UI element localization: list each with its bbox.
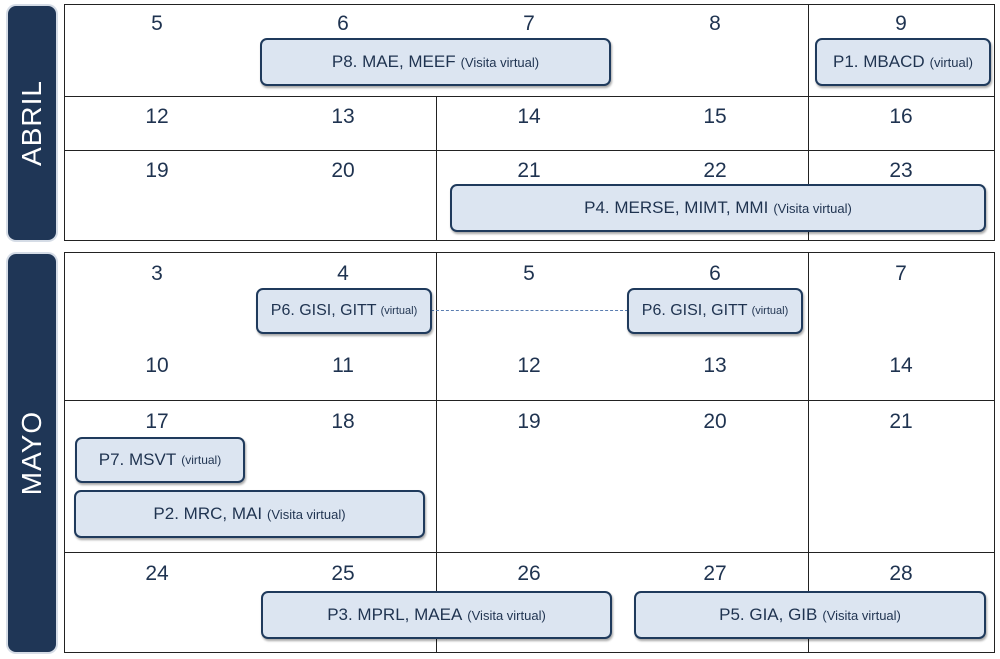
grid-line [64,252,995,253]
event-p6-may-4-note: (virtual) [380,305,418,317]
grid-line [994,4,995,241]
grid-line [64,240,995,241]
day-may-17: 17 [145,410,169,433]
grid-line [64,150,995,151]
month-label-may: MAYO [8,254,56,652]
grid-line [994,252,995,653]
day-may-18: 18 [331,410,355,433]
grid-line [64,96,995,97]
day-april-19: 19 [145,159,169,182]
day-april-20: 20 [331,159,355,182]
day-april-6: 6 [337,12,349,35]
event-p4[interactable]: P4. MERSE, MIMT, MMI (Visita virtual) [450,184,986,232]
day-may-24: 24 [145,562,169,585]
event-p3-title: P3. MPRL, MAEA [327,605,463,624]
day-april-8: 8 [709,12,721,35]
event-p7-note: (virtual) [181,453,222,467]
event-p6-may-6[interactable]: P6. GISI, GITT (virtual) [627,288,803,334]
day-may-6: 6 [709,262,721,285]
day-april-14: 14 [517,105,541,128]
day-may-12: 12 [517,354,541,377]
event-p4-title: P4. MERSE, MIMT, MMI [584,198,769,217]
day-may-14: 14 [889,354,913,377]
day-may-11: 11 [332,354,354,377]
event-p8-title: P8. MAE, MEEF [331,52,456,71]
event-p7-title: P7. MSVT [98,450,177,469]
event-p5-title: P5. GIA, GIB [719,605,818,624]
grid-line [436,252,437,653]
event-p1-note: (virtual) [929,54,973,70]
event-p6-connector [431,310,628,311]
grid-line [808,252,809,653]
day-may-28: 28 [889,562,913,585]
grid-line [808,4,809,241]
event-p1-title: P1. MBACD [833,52,925,71]
day-april-16: 16 [889,105,913,128]
april-calendar-grid [0,0,1000,245]
day-april-7: 7 [523,12,535,35]
day-may-10: 10 [145,354,169,377]
day-may-3: 3 [151,262,163,285]
day-april-21: 21 [517,159,541,182]
event-p3-note: (Visita virtual) [467,607,546,623]
day-may-26: 26 [517,562,541,585]
day-may-13: 13 [703,354,727,377]
event-p7[interactable]: P7. MSVT (virtual) [75,437,245,483]
day-may-27: 27 [703,562,727,585]
grid-line [64,4,65,241]
event-p5-note: (Visita virtual) [822,607,901,623]
month-label-april: ABRIL [8,6,56,240]
day-may-4: 4 [337,262,349,285]
event-p4-note: (Visita virtual) [773,200,852,216]
day-may-19: 19 [517,410,541,433]
day-may-7: 7 [895,262,907,285]
grid-line [64,552,995,553]
day-april-13: 13 [331,105,355,128]
day-may-20: 20 [703,410,727,433]
day-april-5: 5 [151,12,163,35]
event-p5[interactable]: P5. GIA, GIB (Visita virtual) [634,591,986,639]
event-p1[interactable]: P1. MBACD (virtual) [815,38,991,86]
event-p8-note: (Visita virtual) [460,54,540,70]
day-may-21: 21 [889,410,913,433]
event-p6-may-4[interactable]: P6. GISI, GITT (virtual) [256,288,432,334]
event-p2-title: P2. MRC, MAI [153,504,263,523]
grid-line [64,252,65,653]
day-may-5: 5 [523,262,535,285]
day-april-22: 22 [703,159,727,182]
grid-line [64,4,995,5]
day-april-9: 9 [895,12,907,35]
grid-line [64,400,995,401]
grid-line [436,96,437,241]
event-p6-may-6-note: (virtual) [751,305,789,317]
event-p2[interactable]: P2. MRC, MAI (Visita virtual) [74,490,425,538]
day-april-23: 23 [889,159,913,182]
day-may-25: 25 [331,562,355,585]
event-p8[interactable]: P8. MAE, MEEF (Visita virtual) [260,38,611,86]
event-p2-note: (Visita virtual) [267,506,346,522]
grid-line [64,652,995,653]
event-p3[interactable]: P3. MPRL, MAEA (Visita virtual) [261,591,612,639]
event-p6-may-4-title: P6. GISI, GITT [270,302,377,319]
day-april-12: 12 [145,105,169,128]
event-p6-may-6-title: P6. GISI, GITT [641,302,748,319]
day-april-15: 15 [703,105,727,128]
